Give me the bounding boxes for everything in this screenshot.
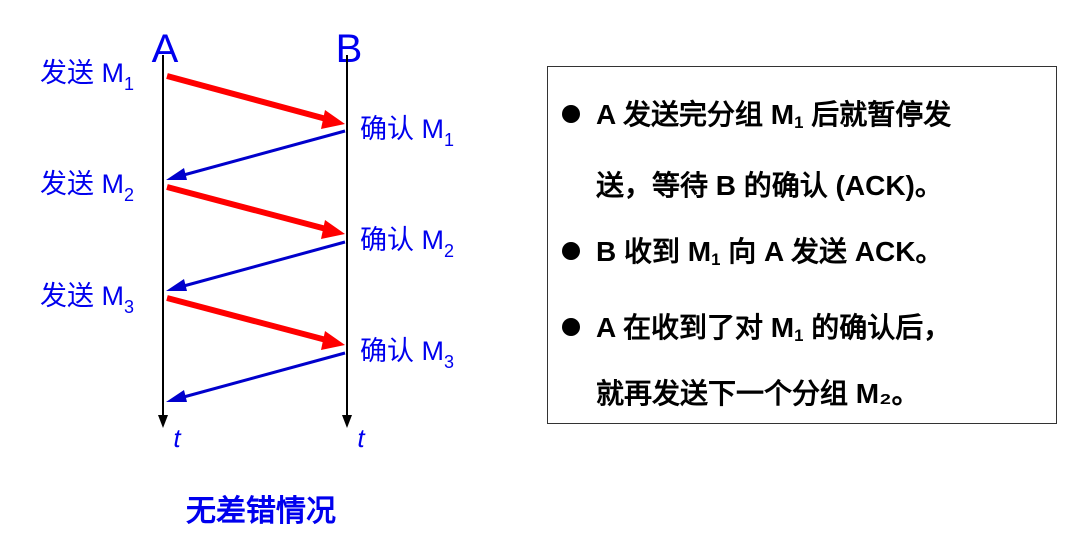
ack-label-1: 确认 M1: [360, 114, 454, 150]
timeline-a-arrowhead: [158, 415, 168, 428]
ack-arrow-3: [179, 351, 346, 400]
frame-arrowhead-3: [321, 331, 345, 350]
send-label-2: 发送 M2: [40, 169, 134, 205]
explanation-panel: A 发送完分组 M1 后就暂停发 送，等待 B 的确认 (ACK)。 B 收到 …: [547, 66, 1057, 424]
stop-and-wait-diagram: A B t t 发送 M1 发送 M2 发送 M3 确认 M1 确认 M2 确认…: [40, 27, 454, 528]
bullet-1-subscript: 1: [794, 113, 804, 133]
bullet-3: A 在收到了对 M1 的确认后，: [562, 306, 1052, 346]
ack-arrow-1: [179, 129, 346, 178]
bullet-1-text-post: 后就暂停发: [803, 99, 952, 130]
ack-label-2: 确认 M2: [360, 225, 454, 261]
bullet-3-subscript: 1: [794, 326, 804, 346]
ack-arrowhead-2: [166, 279, 187, 291]
bullet-3-text: A 在收到了对 M: [596, 312, 795, 343]
host-b-label: B: [336, 27, 363, 71]
timeline-b-arrowhead: [342, 415, 352, 428]
ack-arrowhead-3: [166, 390, 187, 402]
bullet-2-text-post: 向 A 发送 ACK。: [720, 236, 944, 267]
bullet-2-text: B 收到 M: [596, 236, 712, 267]
host-a-label: A: [152, 27, 179, 71]
bullet-1-text: A 发送完分组 M: [596, 99, 795, 130]
frame-arrowhead-1: [321, 110, 345, 129]
ack-arrow-2: [179, 240, 346, 289]
frame-arrow-3: [166, 295, 331, 344]
bullet-3-text-post: 的确认后，: [803, 312, 952, 343]
time-label-a: t: [173, 423, 182, 453]
bullet-dot-icon: [562, 241, 580, 260]
bullet-1: A 发送完分组 M1 后就暂停发: [562, 93, 1052, 133]
ack-arrowhead-1: [166, 168, 187, 180]
send-label-1: 发送 M1: [40, 58, 134, 94]
bullet-dot-icon: [562, 104, 580, 123]
bullet-2: B 收到 M1 向 A 发送 ACK。: [562, 230, 1052, 270]
time-label-b: t: [357, 423, 366, 453]
bullet-3-continuation: 就再发送下一个分组 M₂。: [596, 378, 920, 409]
frame-arrow-1: [166, 73, 331, 123]
diagram-caption: 无差错情况: [186, 495, 336, 528]
bullet-dot-icon: [562, 317, 580, 336]
bullet-1-continuation: 送，等待 B 的确认 (ACK)。: [596, 170, 943, 201]
frame-arrow-2: [166, 184, 331, 233]
ack-label-3: 确认 M3: [360, 336, 454, 372]
bullet-2-subscript: 1: [711, 250, 721, 270]
frame-arrowhead-2: [321, 220, 345, 239]
send-label-3: 发送 M3: [40, 281, 134, 317]
